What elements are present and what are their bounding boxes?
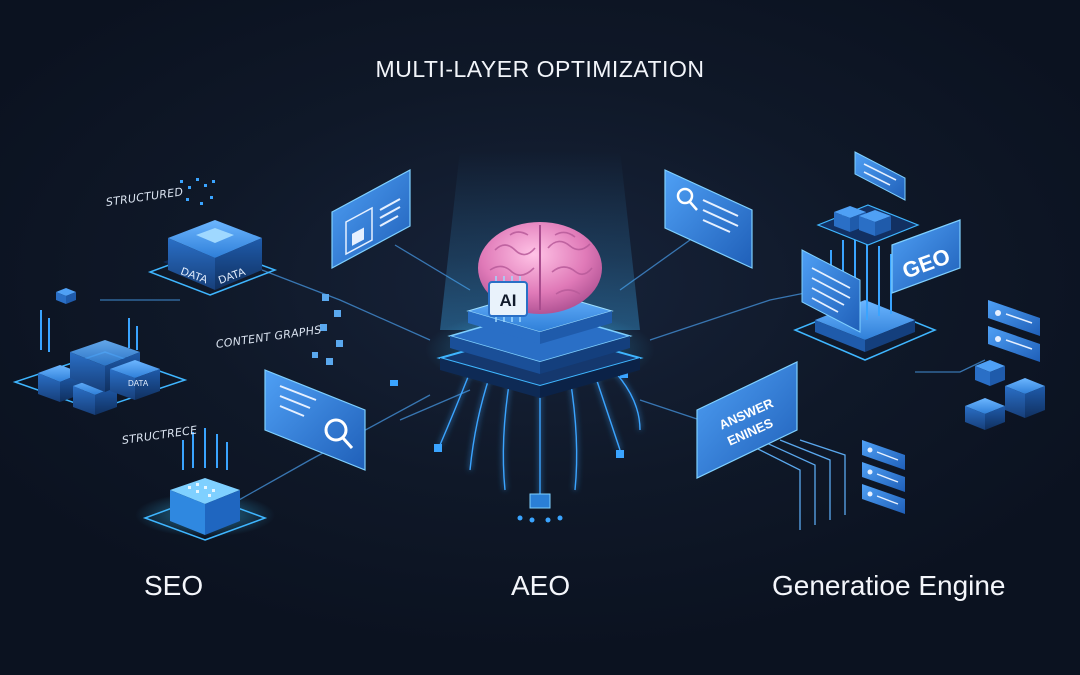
ai-chip-label: AI [500, 291, 517, 310]
right-cube-group [965, 360, 1045, 430]
right-stack-list [862, 440, 905, 514]
right-list-cards [988, 300, 1040, 362]
left-data-cube: DATA DATA [150, 220, 275, 295]
left-cube-stack: DATA [15, 288, 185, 415]
generative-traces [740, 440, 845, 530]
pillar-aeo: AEO [511, 570, 570, 602]
ai-chip: AI [489, 276, 527, 322]
chip-card [332, 170, 410, 268]
small-cube-label: DATA [128, 379, 149, 388]
top-search-card [665, 170, 752, 268]
diagram-title: MULTI-LAYER OPTIMIZATION [0, 56, 1080, 83]
left-vertical-dots [180, 178, 215, 205]
circuit-nodes [390, 372, 628, 523]
glowing-cube [135, 428, 275, 540]
search-card [265, 370, 365, 470]
pillar-seo: SEO [144, 570, 203, 602]
pillar-generative: Generatioe Engine [772, 570, 1006, 602]
geo-small-card [855, 152, 905, 200]
